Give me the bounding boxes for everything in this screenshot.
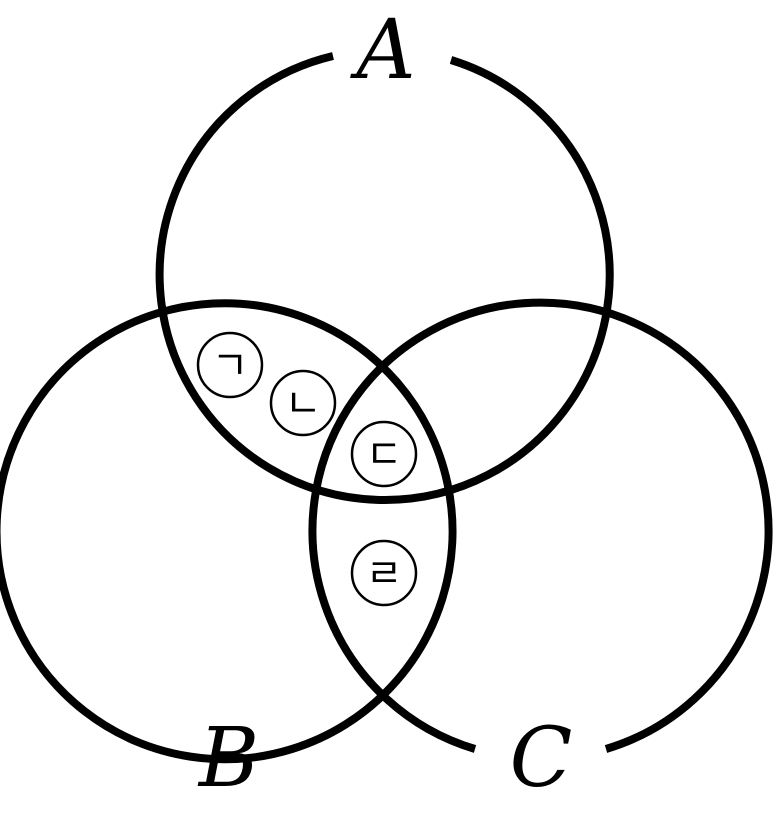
set-c-circle — [308, 298, 773, 753]
region-marker-label: ㄹ — [366, 551, 403, 597]
set-c-label: C — [510, 711, 573, 806]
region-marker-giyeok: ㄱ — [196, 331, 264, 399]
region-marker-rieul: ㄹ — [350, 539, 418, 607]
region-marker-digeut: ㄷ — [350, 420, 418, 488]
set-a-circle — [155, 52, 614, 504]
region-marker-label: ㄱ — [212, 343, 249, 389]
region-marker-circle — [196, 331, 264, 399]
region-marker-circle — [269, 369, 337, 437]
region-marker-label: ㄴ — [285, 381, 322, 427]
set-b-circle — [0, 299, 457, 764]
region-marker-circle — [350, 539, 418, 607]
region-marker-label: ㄷ — [366, 432, 403, 478]
region-marker-nieun: ㄴ — [269, 369, 337, 437]
set-a-label: A — [349, 3, 415, 98]
set-b-label: B — [197, 711, 259, 806]
region-marker-circle — [350, 420, 418, 488]
